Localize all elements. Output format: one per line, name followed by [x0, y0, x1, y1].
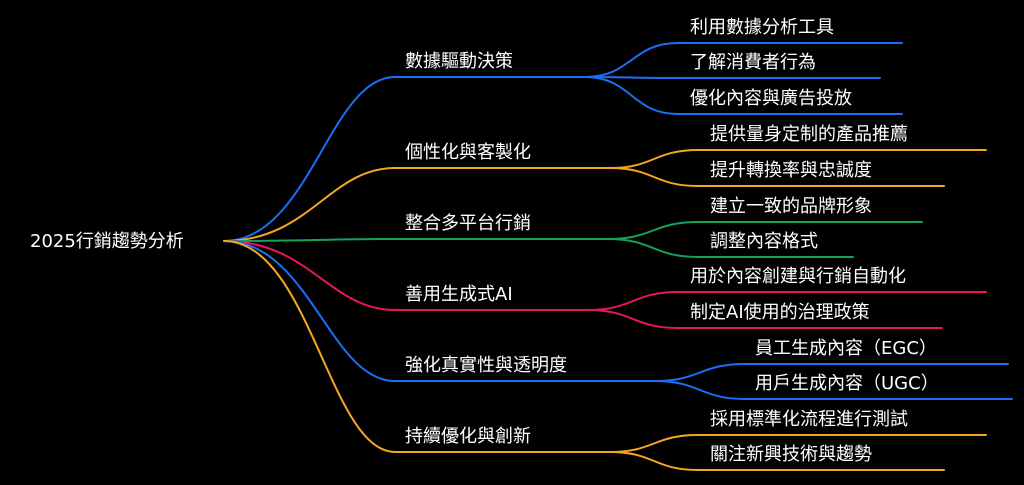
subtopic: 提升轉換率與忠誠度: [710, 160, 872, 181]
branch-topic: 持續優化與創新: [405, 426, 531, 447]
branch-topic: 整合多平台行銷: [405, 213, 531, 234]
subtopic: 制定AI使用的治理政策: [690, 302, 870, 323]
branch-topic: 數據驅動決策: [405, 51, 513, 72]
subtopic-connector: [654, 363, 1009, 382]
subtopic: 採用標準化流程進行測試: [710, 409, 908, 430]
subtopic-connector: [609, 149, 987, 169]
subtopic: 了解消費者行為: [690, 52, 816, 73]
subtopic-connector: [584, 76, 903, 115]
branch-connector: [223, 240, 656, 382]
branch-topic: 個性化與客製化: [405, 142, 531, 163]
subtopic-connector: [607, 238, 854, 258]
subtopic: 建立一致的品牌形象: [710, 196, 872, 217]
subtopic: 提供量身定制的產品推薦: [710, 124, 908, 145]
subtopic: 調整內容格式: [710, 231, 818, 252]
subtopic: 優化內容與廣告投放: [690, 88, 852, 109]
subtopic: 用於內容創建與行銷自動化: [690, 266, 906, 287]
subtopic-connector: [587, 309, 943, 329]
subtopic: 員工生成內容（EGC）: [755, 338, 937, 359]
subtopic-connector: [609, 434, 987, 453]
root-topic: 2025行銷趨勢分析: [30, 231, 184, 252]
subtopic-connector: [654, 380, 1013, 400]
branch-connector: [223, 167, 611, 242]
branch-connector: [223, 238, 609, 242]
subtopic-connector: [609, 451, 945, 471]
branch-topic: 強化真實性與透明度: [405, 355, 567, 376]
subtopic-connector: [587, 291, 987, 311]
subtopic: 用戶生成內容（UGC）: [755, 373, 939, 394]
branch-topic: 善用生成式AI: [405, 284, 513, 305]
subtopic: 利用數據分析工具: [690, 17, 834, 38]
branch-connector: [223, 240, 611, 453]
subtopic-connector: [584, 76, 881, 79]
subtopic: 關注新興技術與趨勢: [710, 444, 872, 465]
subtopic-connector: [607, 221, 923, 240]
connector-lines: [223, 42, 1013, 471]
subtopic-connector: [584, 42, 903, 78]
branch-connector: [223, 240, 589, 311]
subtopic-connector: [609, 167, 945, 187]
branch-connector: [223, 76, 586, 242]
